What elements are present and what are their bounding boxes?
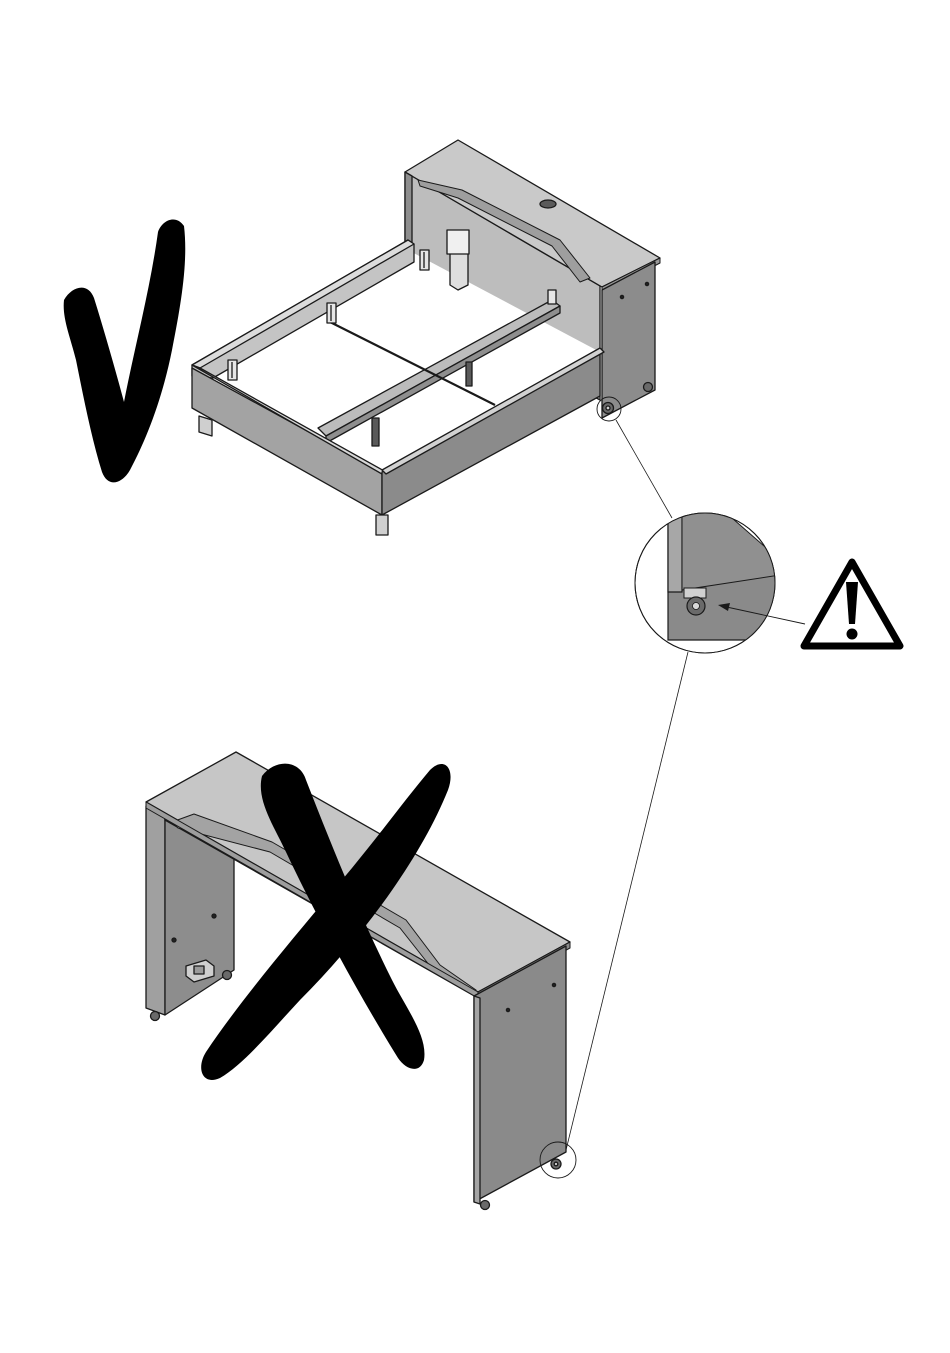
corner-bracket — [548, 290, 556, 304]
cable-grommet — [540, 200, 556, 208]
screw-hole — [506, 1008, 509, 1011]
desk-right-panel-front — [474, 996, 480, 1204]
caster-wheel-icon — [551, 1159, 561, 1169]
bed-frame-figure — [192, 140, 660, 535]
screw-hole — [645, 282, 648, 285]
screw-hole — [552, 983, 555, 986]
center-support-leg — [466, 362, 472, 386]
caster-wheel-icon — [644, 383, 653, 392]
leader-line — [616, 420, 672, 518]
leader-line — [566, 652, 688, 1150]
bed-leg — [199, 416, 212, 436]
screw-hole — [212, 914, 216, 918]
head-post-plate — [447, 230, 469, 254]
caster-detail-magnifier — [566, 420, 805, 1150]
caster-wheel-icon — [151, 1012, 160, 1021]
caster-wheel-icon — [481, 1201, 490, 1210]
corner-bracket — [228, 360, 237, 380]
desk-left-panel — [146, 806, 165, 1015]
bed-leg — [376, 515, 388, 535]
screw-hole — [172, 938, 176, 942]
screw-hole — [620, 295, 623, 298]
caster-wheel-icon — [223, 971, 232, 980]
warning-triangle-icon — [804, 562, 900, 646]
check-v-mark-icon — [64, 219, 186, 482]
corner-bracket — [420, 250, 429, 270]
center-support-leg — [372, 418, 379, 446]
corner-bracket — [327, 303, 336, 323]
caster-wheel-icon — [603, 403, 614, 414]
